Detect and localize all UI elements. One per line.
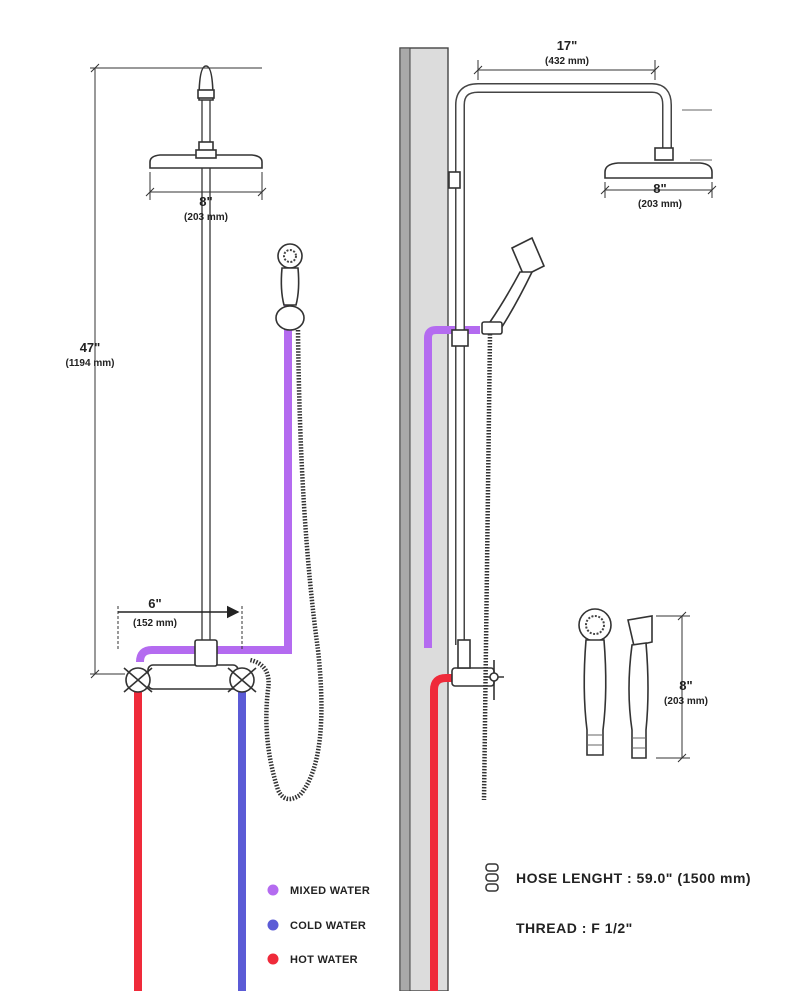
height-inch: 47" bbox=[80, 340, 101, 355]
hand-shower-detail-side bbox=[627, 615, 653, 759]
legend: MIXED WATER COLD WATER HOT WATER bbox=[267, 884, 370, 966]
side-view: 17" (432 mm) 8" (203 mm) 8" (203 mm) bbox=[399, 38, 717, 991]
rain-head-side bbox=[604, 162, 713, 179]
legend-hot-swatch bbox=[267, 953, 279, 965]
head-front-inch: 8" bbox=[199, 194, 212, 209]
legend-mixed-label: MIXED WATER bbox=[290, 885, 370, 897]
hose-side bbox=[481, 333, 493, 801]
thread-spec: THREAD : F 1/2" bbox=[516, 920, 633, 936]
height-mm: (1194 mm) bbox=[66, 358, 115, 369]
cold-handle-front bbox=[227, 667, 257, 693]
reach-inch: 17" bbox=[557, 38, 578, 53]
hand-detail-inch: 8" bbox=[679, 678, 692, 693]
hose-length-spec: HOSE LENGHT : 59.0" (1500 mm) bbox=[516, 870, 751, 886]
rain-head-front bbox=[149, 154, 263, 169]
hose-front bbox=[249, 329, 324, 802]
hand-detail-mm: (203 mm) bbox=[664, 696, 708, 707]
mixer-body bbox=[147, 664, 239, 690]
head-front-mm: (203 mm) bbox=[184, 212, 228, 223]
hot-water-pipe-side bbox=[430, 674, 452, 991]
head-side-mm: (203 mm) bbox=[638, 199, 682, 210]
specs: HOSE LENGHT : 59.0" (1500 mm) THREAD : F… bbox=[485, 863, 751, 936]
hose-icon bbox=[485, 863, 499, 892]
mixed-water-pipe-side bbox=[424, 326, 480, 648]
legend-cold-label: COLD WATER bbox=[290, 920, 366, 932]
head-side-inch: 8" bbox=[653, 181, 666, 196]
legend-hot-label: HOT WATER bbox=[290, 954, 358, 966]
legend-cold-swatch bbox=[267, 919, 279, 931]
legend-mixed-swatch bbox=[267, 884, 279, 896]
mixed-water-pipe-front bbox=[136, 265, 292, 663]
reach-mm: (432 mm) bbox=[545, 56, 589, 67]
offset-inch: 6" bbox=[148, 596, 161, 611]
riser-pipe bbox=[201, 97, 211, 651]
offset-mm: (152 mm) bbox=[133, 618, 177, 629]
hand-shower-detail-front bbox=[578, 608, 612, 756]
hand-shower-front bbox=[275, 243, 305, 331]
front-view: 47" (1194 mm) 8" (203 mm) 6" (152 mm) bbox=[66, 63, 324, 991]
hand-shower-side bbox=[481, 236, 546, 335]
hot-handle-front bbox=[123, 667, 153, 693]
